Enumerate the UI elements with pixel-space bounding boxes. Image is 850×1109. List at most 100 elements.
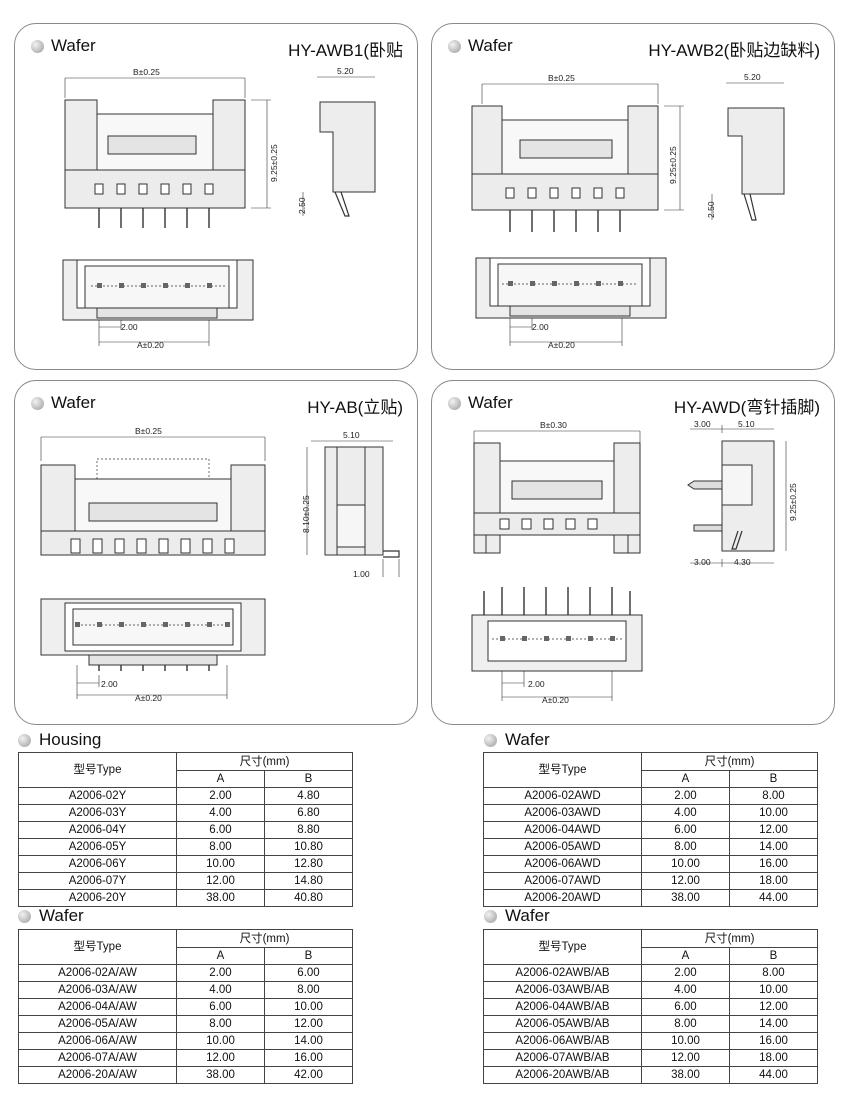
panel-label: Wafer — [468, 36, 513, 55]
dim-height: 9.25±0.25 — [269, 144, 279, 182]
cell-model: A2006-05AWB/AB — [483, 1015, 642, 1033]
col-model: 型号Type — [18, 929, 177, 965]
cell-a: 10.00 — [176, 1032, 265, 1050]
cell-b: 16.00 — [729, 1032, 818, 1050]
dim-a: A±0.20 — [135, 693, 162, 703]
cell-model: A2006-02A/AW — [18, 964, 177, 982]
dim-bot-left: 3.00 — [694, 557, 711, 567]
cell-model: A2006-04Y — [18, 821, 177, 839]
bullet-icon — [31, 397, 44, 410]
col-size: 尺寸(mm) — [176, 929, 353, 948]
col-a: A — [641, 947, 730, 965]
cell-b: 8.00 — [729, 964, 818, 982]
cell-model: A2006-07Y — [18, 872, 177, 890]
dim-depth: 5.20 — [337, 66, 354, 76]
cell-a: 38.00 — [641, 1066, 730, 1084]
col-a: A — [176, 770, 265, 788]
cell-a: 4.00 — [176, 804, 265, 822]
section-title: Housing — [18, 730, 101, 750]
cell-a: 2.00 — [641, 964, 730, 982]
dim-top-right: 5.10 — [738, 419, 755, 429]
bullet-icon — [484, 734, 497, 747]
cell-model: A2006-02Y — [18, 787, 177, 805]
section-title: Wafer — [484, 730, 550, 750]
cell-b: 14.80 — [264, 872, 353, 890]
bullet-icon — [448, 40, 461, 53]
cell-model: A2006-20Y — [18, 889, 177, 907]
dim-pin: 2.50 — [706, 201, 716, 218]
col-b: B — [729, 770, 818, 788]
cell-b: 14.00 — [264, 1032, 353, 1050]
col-model: 型号Type — [483, 929, 642, 965]
cell-model: A2006-05Y — [18, 838, 177, 856]
cell-b: 14.00 — [729, 838, 818, 856]
bullet-icon — [18, 734, 31, 747]
section-title: Wafer — [484, 906, 550, 926]
cell-a: 4.00 — [641, 804, 730, 822]
cell-a: 38.00 — [641, 889, 730, 907]
cell-a: 12.00 — [176, 1049, 265, 1067]
cell-a: 8.00 — [641, 1015, 730, 1033]
panel-label: Wafer — [51, 393, 96, 412]
drawing-hy-awd: B±0.30 3.00 5.10 9.25±0.25 3.00 4.30 — [471, 419, 798, 705]
dim-b: B±0.25 — [133, 67, 160, 77]
dim-pitch: 2.00 — [121, 322, 138, 332]
cell-a: 12.00 — [641, 1049, 730, 1067]
cell-a: 8.00 — [176, 1015, 265, 1033]
cell-a: 8.00 — [176, 838, 265, 856]
section-title-text: Wafer — [505, 906, 550, 925]
col-model: 型号Type — [483, 752, 642, 788]
col-b: B — [729, 947, 818, 965]
col-a: A — [176, 947, 265, 965]
dim-height: 8.10±0.25 — [301, 495, 311, 533]
panel-title: HY-AWD(弯针插脚) — [673, 398, 820, 417]
panel-label: Wafer — [51, 36, 96, 55]
cell-a: 38.00 — [176, 889, 265, 907]
panel-hy-ab: Wafer HY-AB(立贴) B±0.25 5.10 8.10±0.25 1.… — [14, 380, 418, 725]
col-model: 型号Type — [18, 752, 177, 788]
drawing-hy-ab: B±0.25 5.10 8.10±0.25 1.00 — [40, 426, 400, 703]
dim-pitch: 2.00 — [528, 679, 545, 689]
cell-b: 10.80 — [264, 838, 353, 856]
dim-b: B±0.30 — [540, 420, 567, 430]
cell-b: 16.00 — [264, 1049, 353, 1067]
cell-model: A2006-02AWD — [483, 787, 642, 805]
cell-a: 8.00 — [641, 838, 730, 856]
cell-a: 2.00 — [176, 964, 265, 982]
dim-b: B±0.25 — [135, 426, 162, 436]
cell-b: 12.00 — [264, 1015, 353, 1033]
cell-a: 6.00 — [176, 998, 265, 1016]
cell-model: A2006-20A/AW — [18, 1066, 177, 1084]
col-b: B — [264, 947, 353, 965]
cell-model: A2006-07A/AW — [18, 1049, 177, 1067]
cell-a: 6.00 — [176, 821, 265, 839]
cell-model: A2006-04AWD — [483, 821, 642, 839]
cell-model: A2006-04AWB/AB — [483, 998, 642, 1016]
cell-b: 18.00 — [729, 872, 818, 890]
dim-b: B±0.25 — [548, 73, 575, 83]
panel-title: HY-AWB1(卧贴 — [288, 41, 403, 60]
cell-model: A2006-04A/AW — [18, 998, 177, 1016]
panel-label: Wafer — [468, 393, 513, 412]
cell-a: 6.00 — [641, 998, 730, 1016]
cell-a: 4.00 — [176, 981, 265, 999]
cell-b: 10.00 — [264, 998, 353, 1016]
panel-hy-awb1: Wafer HY-AWB1(卧贴 B±0.25 9.25±0.25 5.20 — [14, 23, 418, 370]
